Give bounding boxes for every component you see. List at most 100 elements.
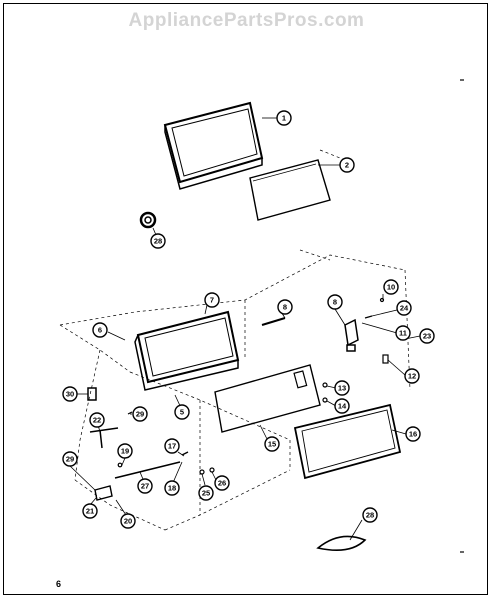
part-28-knob: [139, 211, 157, 229]
corner-marks: [460, 79, 464, 553]
callout-circle: [395, 325, 411, 341]
callout-label: 13: [338, 384, 346, 393]
callout-16: 16: [405, 426, 421, 442]
callout-28b: 28: [362, 507, 378, 523]
callout-label: 30: [66, 390, 74, 399]
callout-28a: 28: [150, 233, 166, 249]
callout-circle: [117, 443, 133, 459]
callout-label: 29: [136, 410, 144, 419]
callout-27: 27: [137, 478, 153, 494]
callout-label: 20: [124, 517, 132, 526]
callout-label: 10: [387, 283, 395, 292]
callout-label: 7: [210, 296, 214, 305]
callout-8b: 8: [327, 294, 343, 310]
callout-label: 28: [366, 511, 374, 520]
page-number: 6: [56, 579, 62, 589]
callout-label: 26: [218, 479, 226, 488]
callout-label: 21: [86, 507, 94, 516]
callout-circle: [334, 380, 350, 396]
callout-circle: [405, 426, 421, 442]
callout-label: 27: [141, 482, 149, 491]
callout-26: 26: [214, 475, 230, 491]
callout-label: 17: [168, 442, 176, 451]
callout-circle: [276, 110, 292, 126]
callout-30: 30: [62, 386, 78, 402]
callout-label: 18: [168, 484, 176, 493]
callout-circle: [62, 451, 78, 467]
callout-29b: 29: [62, 451, 78, 467]
callout-label: 8: [333, 298, 337, 307]
diagram-frame: [3, 3, 488, 595]
callout-13: 13: [334, 380, 350, 396]
callout-label: 6: [98, 326, 102, 335]
callout-15: 15: [264, 436, 280, 452]
callout-circle: [92, 322, 108, 338]
callout-29a: 29: [132, 406, 148, 422]
callout-circle: [334, 398, 350, 414]
callout-circle: [264, 436, 280, 452]
part-15-door-panel: [214, 364, 321, 433]
callout-circle: [198, 485, 214, 501]
callout-18: 18: [164, 480, 180, 496]
callout-label: 5: [180, 408, 184, 417]
callout-11: 11: [395, 325, 411, 341]
callout-circle: [150, 233, 166, 249]
callout-1: 1: [276, 110, 292, 126]
callout-14: 14: [334, 398, 350, 414]
callout-circle: [383, 279, 399, 295]
callout-label: 16: [409, 430, 417, 439]
callout-circle: [174, 404, 190, 420]
callout-label: 14: [338, 402, 347, 411]
part-2-panel: [249, 159, 331, 221]
callout-label: 1: [282, 114, 286, 123]
callout-23: 23: [419, 328, 435, 344]
callout-17: 17: [164, 438, 180, 454]
callout-circle: [82, 503, 98, 519]
callout-circle: [164, 480, 180, 496]
callout-25: 25: [198, 485, 214, 501]
callout-circle: [419, 328, 435, 344]
callout-5: 5: [174, 404, 190, 420]
callout-circle: [204, 292, 220, 308]
callout-6: 6: [92, 322, 108, 338]
part-16-lower-frame: [293, 403, 402, 480]
callout-19: 19: [117, 443, 133, 459]
callout-label: 15: [268, 440, 276, 449]
callout-circle: [137, 478, 153, 494]
callout-circle: [362, 507, 378, 523]
callout-8a: 8: [277, 299, 293, 315]
callout-10: 10: [383, 279, 399, 295]
callout-circle: [327, 294, 343, 310]
small-hardware: [87, 297, 405, 501]
callout-label: 12: [408, 372, 416, 381]
callout-label: 8: [283, 303, 287, 312]
callout-circle: [132, 406, 148, 422]
callout-label: 2: [345, 161, 349, 170]
callout-20: 20: [120, 513, 136, 529]
callout-label: 19: [121, 447, 129, 456]
callout-circle: [164, 438, 180, 454]
callout-circle: [404, 368, 420, 384]
callout-circle: [339, 157, 355, 173]
callout-circle: [277, 299, 293, 315]
callout-label: 23: [423, 332, 431, 341]
callout-label: 22: [93, 416, 101, 425]
callout-label: 29: [66, 455, 74, 464]
callout-21: 21: [82, 503, 98, 519]
leader-lines: [69, 117, 421, 541]
callout-22: 22: [89, 412, 105, 428]
callout-label: 28: [154, 237, 162, 246]
callout-circle: [214, 475, 230, 491]
callout-circle: [89, 412, 105, 428]
part-1-top-frame: [163, 101, 264, 190]
callout-label: 24: [400, 304, 409, 313]
callout-2: 2: [339, 157, 355, 173]
callout-7: 7: [204, 292, 220, 308]
callout-24: 24: [396, 300, 412, 316]
callout-label: 11: [399, 329, 407, 338]
callout-12: 12: [404, 368, 420, 384]
callout-circle: [120, 513, 136, 529]
